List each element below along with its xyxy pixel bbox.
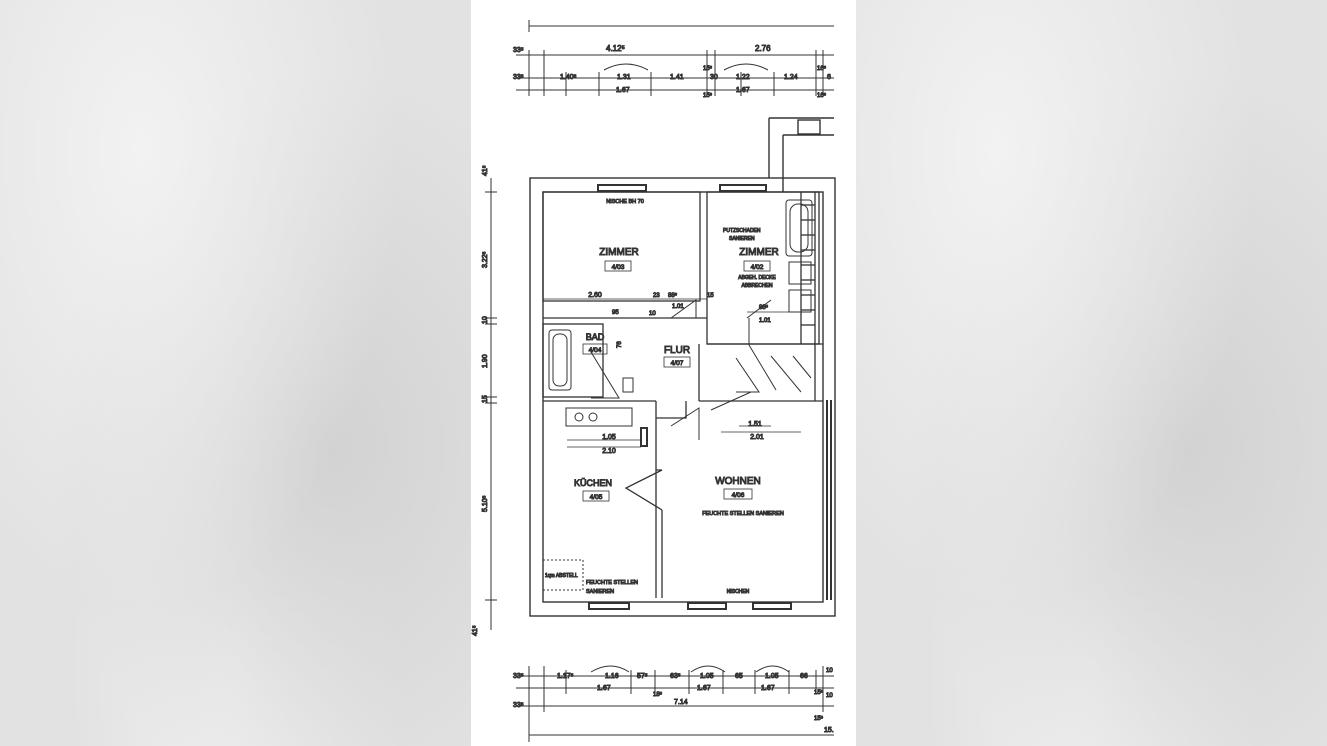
room-wohnen-name: WOHNEN	[715, 476, 761, 487]
windows	[588, 184, 832, 610]
dim-bottom-575: 57⁵	[637, 673, 648, 680]
dim-top-141: 1.41	[670, 74, 684, 81]
room-zimmer-2-name: ZIMMER	[739, 247, 778, 258]
dim-top-165: 16⁵	[817, 92, 827, 99]
dim-bottom-66: 66	[800, 673, 808, 680]
dim-bottom-116: 1.16	[605, 673, 619, 680]
dim-101a: 1.01	[672, 304, 684, 310]
dim-bottom-167c: 1.67	[761, 685, 775, 692]
dim-885a: 88⁵	[668, 292, 678, 299]
dim-bottom-635: 63⁵	[670, 673, 681, 680]
dim-top-131: 1.31	[617, 74, 631, 81]
room-zimmer-1: ZIMMER 4/03 NISCHE BH 70	[599, 199, 645, 272]
dim-bottom-105a: 1.05	[700, 673, 714, 680]
dim-top-167b: 1.67	[736, 87, 750, 94]
room-kuechen-note2: SANIEREN	[586, 589, 614, 595]
left-dimension-lines	[485, 178, 497, 630]
dim-left-10: 10	[482, 316, 489, 324]
room-kuechen-note: FEUCHTE STELLEN	[586, 580, 638, 586]
dim-left-3225: 3.22⁵	[482, 251, 489, 268]
dim-bottom-105b: 1.05	[765, 673, 779, 680]
dim-top-167a: 1.67	[616, 87, 630, 94]
floor-plan-drawing: 4.12⁵ 2.76 33⁵ 33⁵ 1.40⁵ 1.31 1.41 30 1.…	[472, 20, 836, 742]
dim-10: 10	[649, 311, 656, 317]
dim-kitchen-210: 2.10	[602, 448, 616, 455]
blurred-background-left	[0, 0, 471, 746]
room-bad: BAD 4/04	[582, 332, 608, 355]
bottom-dimension-lines	[516, 665, 834, 742]
dim-top-155b: 15⁵	[703, 65, 713, 72]
dim-bottom-167b: 1.67	[697, 685, 711, 692]
dim-top-30: 30	[710, 74, 718, 81]
dim-top-122: 1.22	[736, 74, 750, 81]
dim-hall-201: 2.01	[750, 434, 764, 441]
room-wohnen-code: 4/06	[732, 492, 745, 499]
doors	[590, 299, 812, 440]
dim-bottom-15: 15.	[824, 727, 834, 734]
room-kuechen: KÜCHEN 4/05 1qm ABSTELL FEUCHTE STELLEN …	[545, 478, 639, 596]
room-kuechen-note-store: 1qm ABSTELL	[545, 573, 578, 579]
dim-bottom-155a: 15⁵	[814, 689, 824, 696]
room-flur-name: FLUR	[664, 345, 690, 356]
dim-top-6: 6	[827, 74, 831, 81]
dim-23: 23	[653, 293, 660, 299]
room-bad-name: BAD	[586, 332, 605, 342]
dim-top-335b: 33⁵	[513, 74, 524, 81]
room-zimmer-1-code: 4/03	[612, 264, 625, 271]
dim-bottom-10b: 10	[826, 693, 833, 699]
dim-top-1405: 1.40⁵	[560, 74, 577, 81]
room-zimmer-2-note-bottom2: ABBRECHEN	[741, 283, 773, 289]
dim-bottom-335a: 33⁵	[513, 673, 524, 680]
room-bad-code: 4/04	[589, 347, 602, 354]
room-flur-code: 4/07	[671, 360, 684, 367]
dim-15: 15	[707, 293, 714, 299]
dim-left-15: 15	[482, 395, 489, 403]
dim-kitchen-105: 1.05	[602, 434, 616, 441]
dim-76: 76	[617, 341, 623, 348]
room-wohnen: WOHNEN 4/06 FEUCHTE STELLEN SANIEREN NIS…	[702, 476, 785, 596]
fixtures	[542, 199, 813, 591]
top-dimension-lines	[516, 20, 834, 96]
room-wohnen-note: FEUCHTE STELLEN SANIEREN	[702, 511, 784, 517]
dim-bottom-185: 18⁵	[653, 691, 663, 698]
dim-zimmer-260: 2.60	[588, 292, 602, 299]
dim-bottom-155b: 15⁵	[814, 715, 824, 722]
room-wohnen-note-niche: NISCHEN	[727, 589, 750, 595]
dim-left-5105: 5.10⁵	[482, 495, 489, 512]
room-zimmer-1-note: NISCHE BH 70	[606, 199, 644, 205]
room-zimmer-2-note-top: PUTZSCHADEN	[723, 228, 761, 234]
dim-bottom-10a: 10	[826, 668, 833, 674]
dim-hall-151: 1.51	[748, 421, 762, 428]
interior-walls	[542, 191, 823, 598]
dim-left-415a: 41⁵	[482, 165, 489, 176]
dim-top-165b: 16⁵	[817, 65, 827, 72]
dim-top-276: 2.76	[755, 44, 771, 53]
inner-dimension-lines	[543, 298, 801, 448]
dim-bottom-714: 7.14	[674, 699, 688, 706]
dim-bottom-1175: 1.17⁵	[557, 673, 574, 680]
room-zimmer-2-code: 4/02	[751, 264, 764, 271]
dim-top-155: 15⁵	[703, 92, 713, 99]
room-kuechen-name: KÜCHEN	[574, 478, 612, 488]
room-zimmer-1-name: ZIMMER	[599, 247, 638, 258]
room-flur: FLUR 4/07	[663, 345, 690, 368]
dim-bottom-65: 65	[735, 673, 743, 680]
floor-plan-sheet: 4.12⁵ 2.76 33⁵ 33⁵ 1.40⁵ 1.31 1.41 30 1.…	[471, 0, 856, 746]
blurred-background-right	[856, 0, 1327, 746]
dim-bottom-335b: 33⁵	[513, 702, 524, 709]
room-kuechen-code: 4/05	[590, 494, 603, 501]
room-zimmer-2-note-bottom: ABGEH. DECKE	[738, 275, 776, 281]
dim-left-190: 1.90	[482, 354, 489, 368]
dim-bottom-167a: 1.67	[597, 685, 611, 692]
dim-885b: 88⁵	[759, 304, 769, 311]
room-zimmer-2-note-top2: SANIEREN	[729, 236, 755, 242]
dim-101b: 1.01	[759, 318, 771, 324]
dim-top-335a: 33⁵	[513, 47, 524, 54]
dim-95: 95	[612, 310, 619, 316]
room-zimmer-2: ZIMMER 4/02 PUTZSCHADEN SANIEREN ABGEH. …	[723, 228, 780, 290]
dim-top-412: 4.12⁵	[606, 44, 625, 53]
dim-top-124: 1.24	[784, 74, 798, 81]
dim-left-415b: 41⁵	[472, 625, 479, 636]
